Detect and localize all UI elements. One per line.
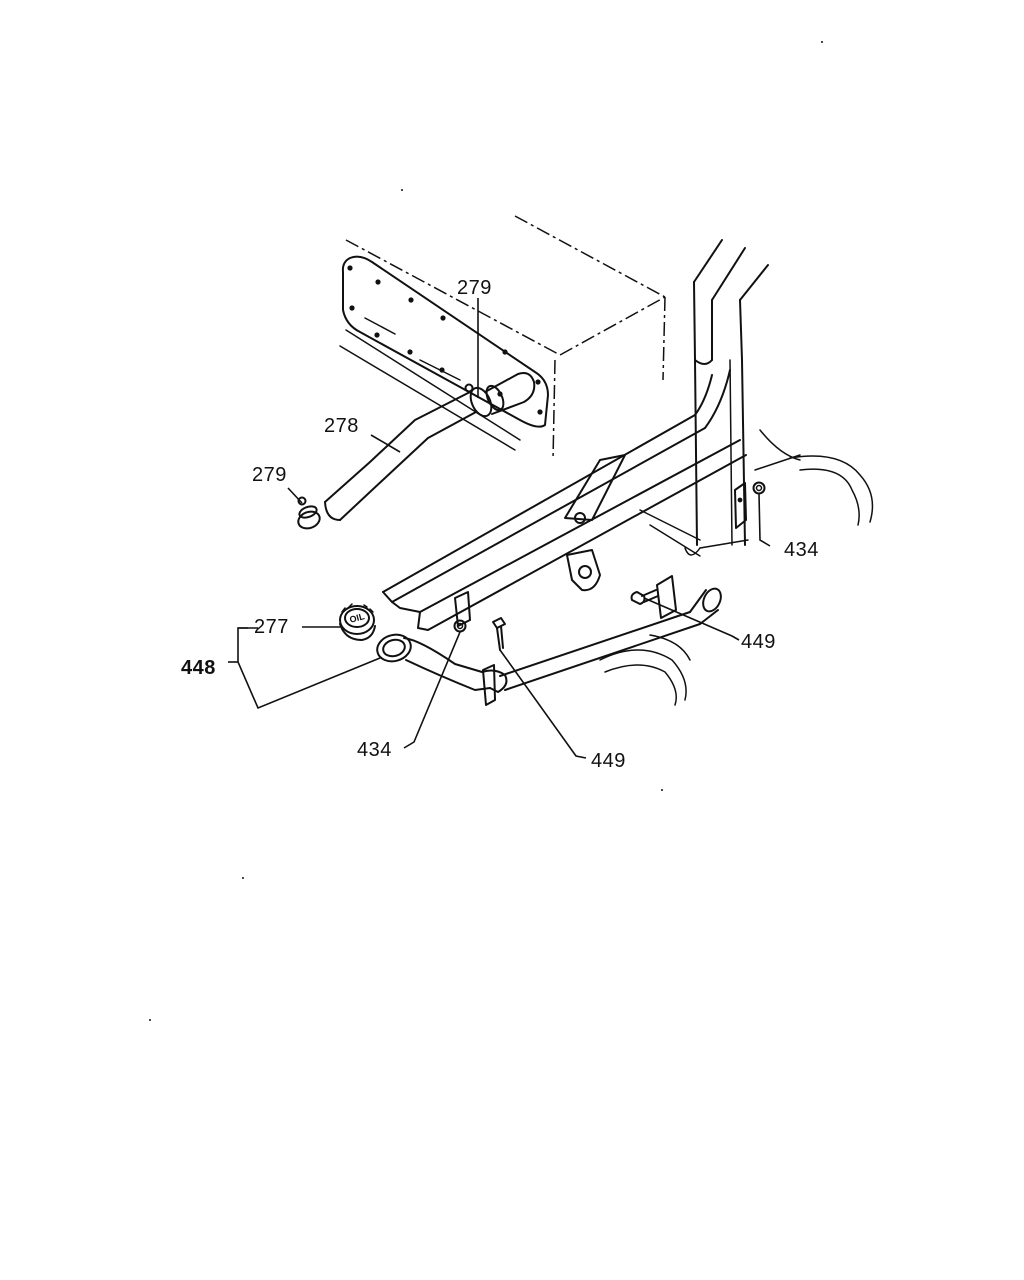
frame-column (684, 239, 769, 556)
leader-lines (228, 298, 771, 759)
oil-filler-pipe-448 (376, 575, 722, 706)
scan-specks (149, 41, 823, 1021)
callout-278: 278 (324, 415, 359, 437)
callout-448: 448 (181, 657, 216, 679)
callout-279-top: 279 (457, 277, 492, 299)
hose-clamp-top (464, 383, 505, 418)
engine-block (339, 215, 666, 461)
oil-hose-278 (324, 372, 536, 521)
hose-clamp-left (297, 496, 321, 530)
bolt-449-right (630, 589, 659, 605)
support-bracket (382, 369, 801, 631)
callout-labels: 279 278 279 434 277 448 449 434 449 (181, 277, 819, 772)
nut-434-bottom (453, 619, 467, 633)
callout-449-right: 449 (741, 631, 776, 653)
oil-filler-cap-277: OIL (339, 603, 376, 641)
cap-marking: OIL (348, 611, 366, 625)
callout-279-left: 279 (252, 464, 287, 486)
callout-449-bottom: 449 (591, 750, 626, 772)
callout-277: 277 (254, 616, 289, 638)
bolt-449-bottom (492, 617, 506, 651)
callout-434-bottom: 434 (357, 739, 392, 761)
nut-434-right (752, 481, 766, 495)
housing-outline (599, 455, 874, 706)
callout-434-right: 434 (784, 539, 819, 561)
